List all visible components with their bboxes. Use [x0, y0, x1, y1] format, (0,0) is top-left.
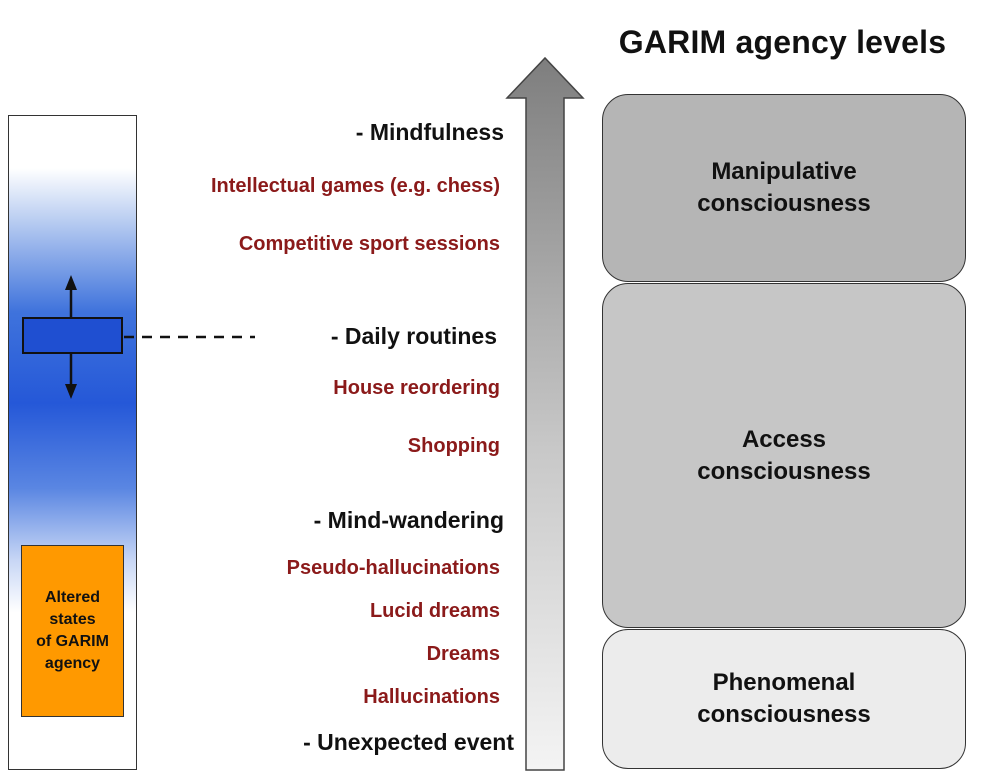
level-box-manipulative: Manipulative consciousness	[602, 94, 966, 282]
state-label-shopping: Shopping	[407, 435, 500, 457]
state-label-dreams: Dreams	[426, 643, 500, 665]
agency-level-arrow	[505, 56, 585, 771]
state-label-mind-wandering: - Mind-wandering	[313, 507, 504, 533]
diagram-title: GARIM agency levels	[618, 24, 947, 60]
level-label-phenomenal: Phenomenal consciousness	[697, 669, 871, 728]
state-label-intellectual-games: Intellectual games (e.g. chess)	[211, 175, 500, 197]
handle-up-arrow-head	[65, 275, 77, 290]
state-label-mindfulness: - Mindfulness	[355, 119, 504, 145]
state-label-daily-routines: - Daily routines	[330, 323, 497, 349]
altered-states-label: Altered states of GARIM agency	[36, 589, 109, 672]
level-label-manipulative: Manipulative consciousness	[697, 158, 871, 217]
handle-down-arrow-head	[65, 384, 77, 399]
level-label-access: Access consciousness	[697, 425, 871, 485]
altered-states-box: Altered states of GARIM agency	[21, 545, 124, 717]
level-box-access: Access consciousness	[602, 283, 966, 628]
level-box-phenomenal: Phenomenal consciousness	[602, 629, 966, 769]
state-label-house-reordering: House reordering	[333, 377, 500, 399]
state-label-hallucinations: Hallucinations	[363, 686, 500, 708]
state-label-unexpected-event: - Unexpected event	[303, 729, 514, 755]
state-label-competitive-sport: Competitive sport sessions	[238, 233, 500, 255]
state-label-lucid-dreams: Lucid dreams	[369, 600, 500, 622]
agency-level-handle[interactable]	[22, 317, 123, 354]
state-label-pseudo-hallucinations: Pseudo-hallucinations	[286, 557, 500, 579]
